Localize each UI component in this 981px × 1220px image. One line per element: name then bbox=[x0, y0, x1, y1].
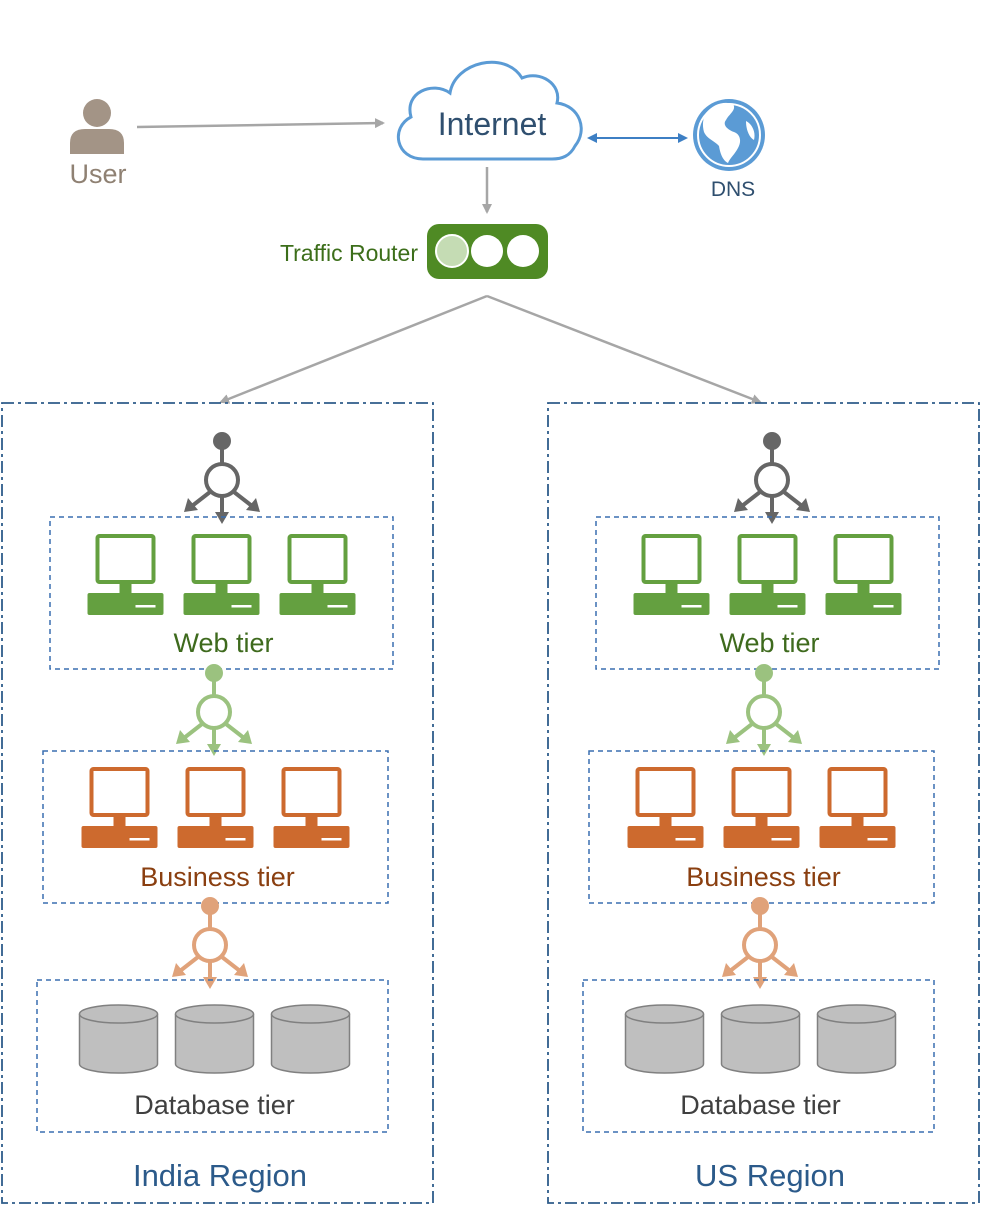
user-label: User bbox=[69, 159, 126, 189]
load-balancer-icon bbox=[176, 664, 252, 756]
tier-label: Database tier bbox=[680, 1090, 841, 1120]
traffic-router-icon bbox=[427, 224, 548, 279]
tier-label: Database tier bbox=[134, 1090, 295, 1120]
load-balancer-icon bbox=[184, 432, 260, 524]
web-tier: Web tier bbox=[49, 516, 394, 670]
tier-label: Web tier bbox=[719, 628, 819, 658]
router-to-us-arrow bbox=[486, 294, 762, 404]
globe-icon bbox=[693, 99, 765, 171]
database-tier: Database tier bbox=[36, 979, 389, 1133]
region-label: US Region bbox=[695, 1158, 845, 1193]
database-icon bbox=[816, 1004, 897, 1074]
business-tier: Business tier bbox=[588, 750, 935, 904]
database-icon bbox=[174, 1004, 255, 1074]
computer-icon bbox=[85, 534, 166, 617]
database-icon bbox=[270, 1004, 351, 1074]
user-to-internet-arrow bbox=[136, 118, 385, 129]
computer-icon bbox=[817, 767, 898, 850]
computer-icon bbox=[175, 767, 256, 850]
load-balancer-icon bbox=[172, 897, 248, 989]
dns-label: DNS bbox=[711, 178, 755, 201]
user-icon bbox=[70, 99, 124, 154]
database-tier: Database tier bbox=[582, 979, 935, 1133]
database-icon bbox=[78, 1004, 159, 1074]
region-label: India Region bbox=[133, 1158, 307, 1193]
computer-icon bbox=[721, 767, 802, 850]
computer-icon bbox=[181, 534, 262, 617]
internet-label: Internet bbox=[438, 106, 547, 142]
load-balancer-icon bbox=[734, 432, 810, 524]
computer-icon bbox=[271, 767, 352, 850]
computer-icon bbox=[79, 767, 160, 850]
computer-icon bbox=[727, 534, 808, 617]
router-to-india-arrow bbox=[219, 294, 488, 404]
computer-icon bbox=[823, 534, 904, 617]
computer-icon bbox=[625, 767, 706, 850]
tier-label: Business tier bbox=[140, 862, 295, 892]
computer-icon bbox=[631, 534, 712, 617]
tier-label: Business tier bbox=[686, 862, 841, 892]
tier-border bbox=[582, 979, 935, 1133]
tier-label: Web tier bbox=[173, 628, 273, 658]
database-icon bbox=[624, 1004, 705, 1074]
region-border bbox=[547, 402, 980, 1204]
traffic-router-label: Traffic Router bbox=[280, 240, 418, 266]
business-tier: Business tier bbox=[42, 750, 389, 904]
database-icon bbox=[720, 1004, 801, 1074]
load-balancer-icon bbox=[726, 664, 802, 756]
web-tier: Web tier bbox=[595, 516, 940, 670]
region-border bbox=[1, 402, 434, 1204]
cloud-icon bbox=[396, 60, 583, 161]
tier-border bbox=[36, 979, 389, 1133]
load-balancer-icon bbox=[722, 897, 798, 989]
computer-icon bbox=[277, 534, 358, 617]
